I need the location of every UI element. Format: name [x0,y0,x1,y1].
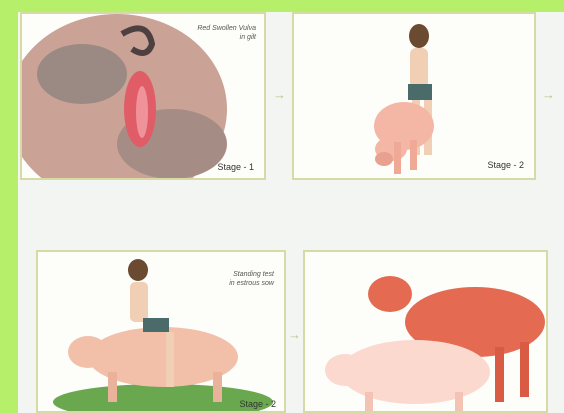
caption: Red Swollen Vulva in gilt [166,24,256,42]
mating-panel [303,250,548,413]
caption-line-2: in gilt [166,33,256,42]
stage-label: Stage - 2 [487,160,524,170]
green-background-left-mid [0,130,18,270]
arrow-right-icon: → [542,88,555,101]
stage-label: Stage - 2 [239,399,276,409]
caption: Standing test in estrous sow [184,270,274,288]
caption-line-1: Standing test [184,270,274,279]
stage-2-panel-b: Standing test in estrous sow Stage - 2 [36,250,286,413]
caption-line-2: in estrous sow [184,279,274,288]
green-background-top-strip [0,0,564,12]
stage-1-panel: Red Swollen Vulva in gilt Stage - 1 [20,12,266,180]
stage-2-panel-a: Stage - 2 [292,12,536,180]
pigs-mating-illustration [305,252,548,413]
man-with-pig-illustration [294,14,536,180]
arrow-right-icon: → [273,88,286,101]
arrow-right-icon: → [288,328,301,341]
stage-label: Stage - 1 [217,162,254,172]
caption-line-1: Red Swollen Vulva [166,24,256,33]
